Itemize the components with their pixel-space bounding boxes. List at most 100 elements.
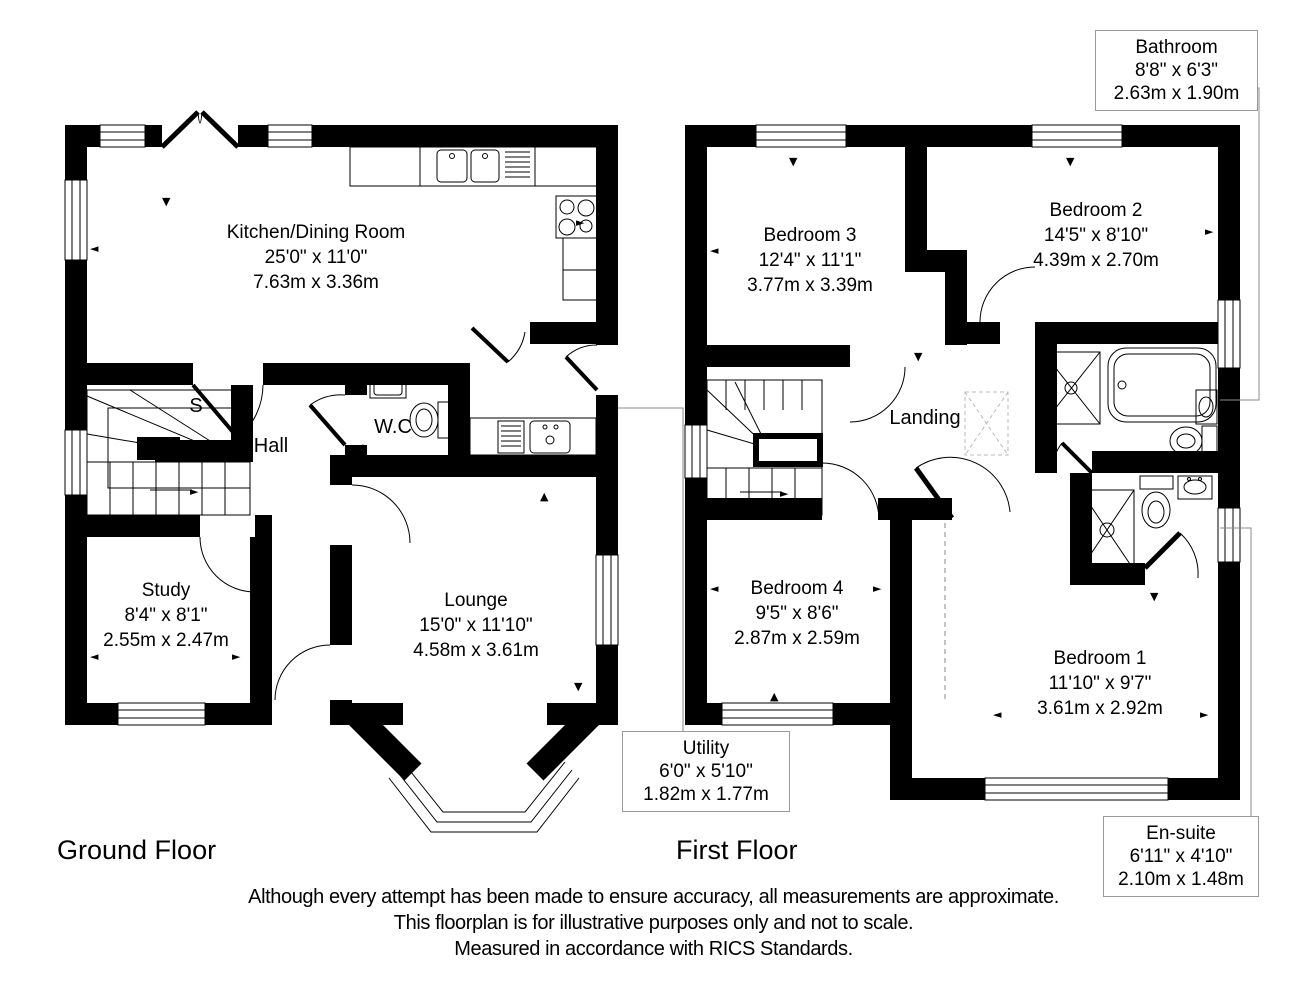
ensuite-fixtures [1079, 475, 1213, 571]
stair-banister [753, 433, 823, 467]
first-floor-plan: ► [684, 124, 1241, 801]
room-dims-metric: 2.63m x 1.90m [1113, 83, 1240, 104]
room-dims-imperial: 11'10" x 9'7" [1048, 673, 1152, 694]
room-dims-metric: 2.10m x 1.48m [1118, 869, 1244, 890]
room-dims-imperial: 8'8" x 6'3" [1134, 60, 1219, 81]
svg-text:▼: ▼ [789, 155, 798, 168]
french-doors [160, 110, 240, 149]
label-store: S [189, 394, 202, 419]
room-dims-metric: 2.55m x 2.47m [103, 630, 229, 651]
ensuite-toilet-icon [1139, 475, 1174, 529]
ground-floor-dimension-arrows: ▼ ◄ ◄ ► ► ▼ ◄ ▲ [90, 195, 585, 693]
label-box-ensuite: En-suite 6'11" x 4'10" 2.10m x 1.48m [1103, 816, 1259, 897]
bathroom-toilet-icon [1169, 425, 1218, 457]
washer-icon [497, 420, 525, 454]
svg-text:◄: ◄ [710, 582, 719, 595]
disclaimer-line-2: This floorplan is for illustrative purpo… [393, 912, 914, 934]
room-name: Bedroom 1 [1053, 648, 1147, 669]
shower-icon [1042, 351, 1101, 425]
ground-floor-doors [191, 326, 599, 701]
disclaimer-line-1: Although every attempt has been made to … [248, 886, 1059, 908]
label-bedroom1: Bedroom 1 11'10" x 9'7" 3.61m x 2.92m [1037, 646, 1163, 721]
room-name: Bathroom [1135, 37, 1218, 58]
svg-text:◄: ◄ [90, 650, 99, 663]
first-floor-walls [685, 125, 1240, 800]
label-lounge: Lounge 15'0" x 11'10" 4.58m x 3.61m [413, 588, 539, 663]
ensuite-sink-icon [1177, 475, 1213, 500]
room-dims-imperial: 25'0" x 11'0" [264, 247, 368, 268]
room-name: Utility [682, 738, 730, 759]
svg-text:◄: ◄ [993, 708, 1002, 721]
wc-toilet-icon [409, 401, 451, 439]
bay-window [388, 761, 580, 833]
svg-text:►: ► [576, 216, 585, 229]
svg-text:▼: ▼ [1066, 155, 1075, 168]
svg-text:►: ► [1205, 225, 1214, 238]
room-dims-metric: 3.77m x 3.39m [747, 275, 873, 296]
svg-text:◄: ◄ [355, 440, 364, 453]
label-study: Study 8'4" x 8'1" 2.55m x 2.47m [103, 578, 229, 653]
room-dims-imperial: 8'4" x 8'1" [124, 605, 208, 626]
label-kitchen: Kitchen/Dining Room 25'0" x 11'0" 7.63m … [227, 220, 405, 295]
room-name: Bedroom 3 [763, 225, 857, 246]
first-floor-doors [821, 266, 1199, 579]
label-landing: Landing [889, 406, 960, 431]
wc-fixtures [369, 372, 451, 439]
loft-hatch [964, 391, 1009, 456]
stair-direction-arrow: ► [780, 487, 789, 500]
room-dims-imperial: 14'5" x 8'10" [1043, 225, 1149, 246]
room-name: S [189, 395, 203, 417]
ground-floor-windows [64, 124, 619, 833]
room-dims-metric: 3.61m x 2.92m [1037, 698, 1163, 719]
room-name: En-suite [1146, 823, 1216, 844]
svg-text:▲: ▲ [770, 690, 779, 703]
room-dims-metric: 4.58m x 3.61m [413, 640, 539, 661]
svg-text:▼: ▼ [574, 680, 583, 693]
bath-icon [1107, 347, 1217, 423]
disclaimer-text: Although every attempt has been made to … [0, 884, 1307, 962]
room-dims-imperial: 6'0" x 5'10" [659, 761, 753, 782]
label-box-utility: Utility 6'0" x 5'10" 1.82m x 1.77m [622, 731, 790, 812]
utility-sink-icon [529, 420, 571, 454]
ground-floor-title: Ground Floor [57, 835, 217, 865]
label-wc: W.C [374, 415, 412, 440]
room-name: W.C [374, 416, 412, 438]
room-dims-metric: 7.63m x 3.36m [253, 272, 379, 293]
first-floor-title: First Floor [676, 835, 798, 865]
first-floor-windows [684, 124, 1241, 801]
label-bedroom2: Bedroom 2 14'5" x 8'10" 4.39m x 2.70m [1033, 198, 1159, 273]
utility-fixtures [469, 417, 597, 456]
svg-text:▼: ▼ [162, 195, 171, 208]
ground-floor-plan: ► [64, 110, 619, 833]
label-bedroom3: Bedroom 3 12'4" x 11'1" 3.77m x 3.39m [747, 223, 873, 298]
label-box-bathroom: Bathroom 8'8" x 6'3" 2.63m x 1.90m [1095, 30, 1258, 111]
room-name: Landing [889, 407, 961, 429]
room-dims-imperial: 12'4" x 11'1" [758, 250, 862, 271]
bathroom-sink-icon [1195, 389, 1218, 425]
label-bedroom4: Bedroom 4 9'5" x 8'6" 2.87m x 2.59m [734, 576, 860, 651]
room-dims-imperial: 6'11" x 4'10" [1129, 846, 1233, 867]
kitchen-fixtures [349, 146, 598, 301]
stair-direction-arrow: ► [190, 485, 199, 498]
disclaimer-line-3: Measured in accordance with RICS Standar… [454, 938, 853, 960]
svg-text:►: ► [1200, 708, 1209, 721]
svg-text:▼: ▼ [914, 350, 923, 363]
staircase-first: ► [706, 379, 823, 516]
room-name: Study [141, 580, 191, 601]
room-dims-metric: 2.87m x 2.59m [734, 628, 860, 649]
ensuite-shower-icon [1079, 489, 1135, 571]
wc-sink-icon [369, 372, 407, 399]
kitchen-sink-icon [436, 149, 500, 183]
room-name: Bedroom 2 [1049, 200, 1143, 221]
svg-text:◄: ◄ [710, 244, 719, 257]
room-name: Lounge [444, 590, 508, 611]
staircase-ground: ► [86, 389, 251, 516]
room-name: Hall [253, 435, 289, 457]
bathroom-fixtures [1042, 347, 1218, 457]
svg-text:►: ► [232, 650, 241, 663]
room-dims-imperial: 15'0" x 11'10" [419, 615, 533, 636]
ground-floor-walls [65, 125, 618, 781]
room-name: Kitchen/Dining Room [226, 222, 406, 243]
